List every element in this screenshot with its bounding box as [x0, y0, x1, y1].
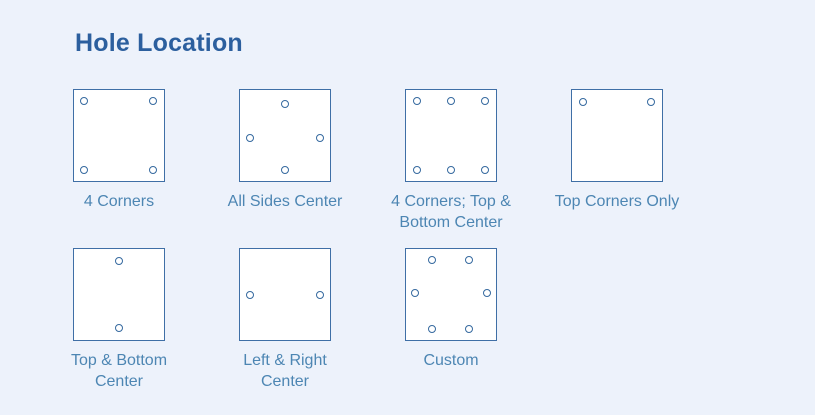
hole-marker — [412, 96, 421, 105]
hole-marker — [149, 96, 158, 105]
hole-option-4-corners-top-bottom-center[interactable]: 4 Corners; Top & Bottom Center — [368, 89, 534, 233]
hole-marker — [316, 134, 325, 143]
option-label: Custom — [423, 352, 479, 369]
hole-marker — [465, 255, 473, 264]
hole-marker — [465, 325, 473, 334]
hole-marker — [115, 324, 123, 333]
page-title: Hole Location — [75, 29, 243, 57]
option-label: Top Corners Only — [554, 193, 680, 210]
hole-marker — [411, 288, 419, 297]
hole-marker — [79, 96, 88, 105]
hole-marker — [647, 97, 656, 106]
hole-marker — [578, 97, 587, 106]
hole-marker — [481, 166, 490, 175]
hole-option-all-sides-center[interactable]: All Sides Center — [202, 89, 368, 233]
hole-diagram — [73, 248, 165, 341]
hole-option-left-right-center[interactable]: Left & Right Center — [202, 248, 368, 392]
hole-diagram — [405, 89, 497, 182]
hole-option-4-corners[interactable]: 4 Corners — [36, 89, 202, 233]
hole-marker — [447, 166, 455, 175]
hole-marker — [428, 325, 437, 334]
hole-marker — [245, 290, 254, 299]
hole-marker — [79, 166, 88, 175]
option-label: 4 Corners — [83, 193, 155, 210]
hole-option-top-corners-only[interactable]: Top Corners Only — [534, 89, 700, 233]
hole-marker — [412, 166, 421, 175]
hole-marker — [245, 134, 254, 143]
hole-diagram — [571, 89, 663, 182]
option-label: Left & Right Center — [243, 352, 327, 390]
option-label: Top & Bottom Center — [70, 352, 168, 390]
hole-marker — [149, 166, 158, 175]
option-label: 4 Corners; Top & Bottom Center — [391, 193, 511, 231]
hole-marker — [428, 255, 437, 264]
hole-marker — [483, 288, 491, 297]
hole-diagram — [73, 89, 165, 182]
hole-marker — [447, 96, 455, 105]
hole-option-custom[interactable]: Custom — [368, 248, 534, 392]
hole-marker — [481, 96, 490, 105]
hole-marker — [281, 99, 289, 108]
hole-marker — [281, 166, 289, 175]
option-label: All Sides Center — [227, 193, 343, 210]
hole-diagram — [239, 89, 331, 182]
hole-option-top-bottom-center[interactable]: Top & Bottom Center — [36, 248, 202, 392]
hole-diagram — [239, 248, 331, 341]
hole-diagram — [405, 248, 497, 341]
hole-location-options: 4 Corners All Sides Center 4 Corners; To… — [36, 89, 815, 392]
hole-marker — [115, 256, 123, 265]
hole-marker — [316, 290, 325, 299]
